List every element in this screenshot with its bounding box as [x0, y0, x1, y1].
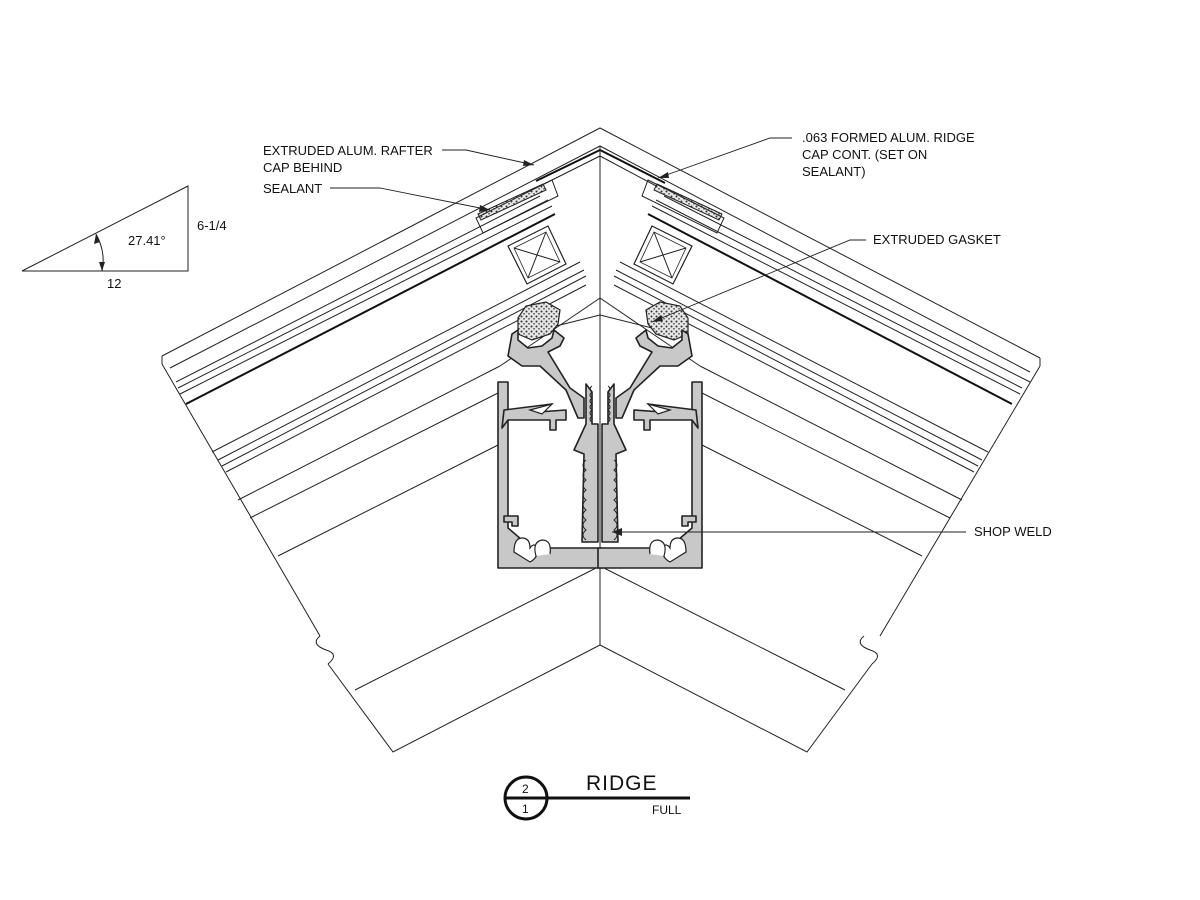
left-rafter-components [475, 179, 567, 285]
ridge-cap-label-line1: .063 FORMED ALUM. RIDGE [802, 130, 975, 145]
right-rafter-components [633, 179, 725, 285]
sealant-label: SEALANT [263, 181, 322, 196]
gasket-label: EXTRUDED GASKET [873, 232, 1001, 247]
ridge-cap-label-line2: CAP CONT. (SET ON [802, 147, 927, 162]
left-gasket [517, 301, 561, 341]
detail-title: RIDGE [586, 772, 658, 795]
ridge-extrusion [497, 329, 703, 569]
leaders [330, 137, 966, 536]
slope-rise: 6-1/4 [197, 218, 227, 233]
slope-run: 12 [107, 276, 121, 291]
detail-number: 2 [522, 782, 529, 796]
sheet-number: 1 [522, 802, 529, 816]
ridge-cap-label-line3: SEALANT) [802, 164, 866, 179]
rafter-cap-label-line1: EXTRUDED ALUM. RAFTER [263, 143, 433, 158]
rafter-cap-label-line2: CAP BEHIND [263, 160, 342, 175]
detail-scale: FULL [652, 803, 682, 817]
slope-angle: 27.41° [128, 233, 166, 248]
roof-outline [161, 127, 1041, 753]
shop-weld-label: SHOP WELD [974, 524, 1052, 539]
slope-indicator: 27.41° 6-1/4 12 [21, 185, 227, 291]
detail-title-block: 2 1 RIDGE FULL [503, 772, 690, 821]
